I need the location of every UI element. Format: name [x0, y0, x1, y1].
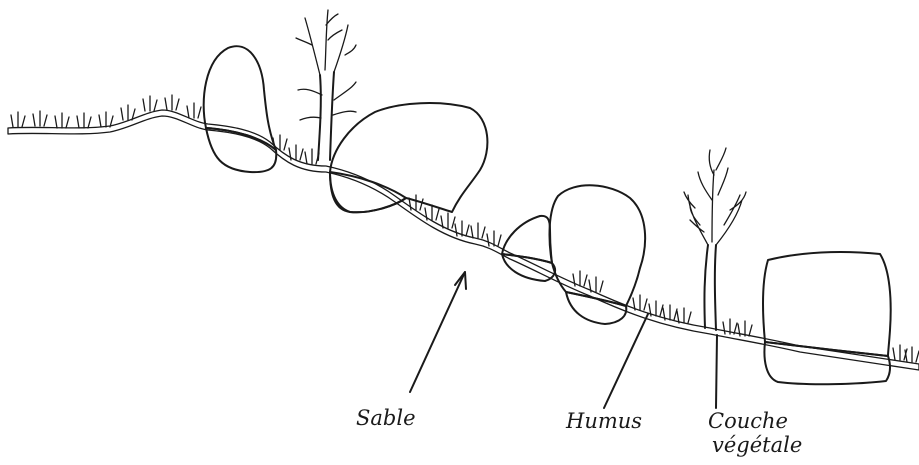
- annotations: [410, 272, 717, 408]
- sable-arrow: [410, 272, 465, 392]
- tree-left: [296, 10, 356, 160]
- grass-tuft: [99, 112, 113, 127]
- grass-tuft: [471, 223, 485, 238]
- grass-tuft: [487, 231, 501, 246]
- vegetation-layer-band: [8, 110, 919, 370]
- label-couche-line1: Couche: [708, 409, 788, 433]
- grass-tuft: [633, 295, 647, 310]
- grass-tuft: [573, 271, 587, 286]
- tree-right-branches: [684, 148, 746, 245]
- grass-tuft: [143, 96, 157, 111]
- grass-tuft: [649, 301, 663, 316]
- boulder-3-side: [502, 216, 552, 263]
- boulders: [204, 46, 891, 356]
- grass-tuft: [187, 103, 201, 118]
- grass-tuft: [121, 105, 135, 120]
- grass-tuft: [11, 112, 25, 127]
- grass-tuft: [589, 277, 603, 292]
- tree-left-branches: [296, 10, 356, 120]
- tree-right-trunk: [704, 245, 716, 330]
- ground-profile: [8, 110, 919, 370]
- boulder-4: [763, 252, 891, 356]
- couche-pointer: [716, 335, 717, 408]
- grass-tuft: [305, 149, 319, 164]
- grass-tuft: [273, 135, 287, 150]
- tree-left-trunk: [318, 72, 334, 160]
- grass-tuft: [677, 308, 691, 323]
- tree-right: [684, 148, 746, 330]
- grass-tuft: [289, 145, 303, 160]
- grass-tuft: [55, 113, 69, 128]
- grass-tuft: [738, 321, 752, 336]
- grass-tufts: [11, 95, 919, 362]
- grass-tuft: [723, 319, 737, 334]
- grass-tuft: [77, 113, 91, 128]
- label-humus: Humus: [565, 409, 642, 433]
- humus-pointer: [604, 314, 648, 408]
- grass-tuft: [455, 221, 469, 236]
- grass-tuft: [33, 111, 47, 126]
- boulder-2: [330, 103, 487, 212]
- grass-tuft: [165, 95, 179, 110]
- label-couche-line2: végétale: [712, 433, 802, 457]
- grass-tuft: [663, 305, 677, 320]
- grass-tuft: [441, 213, 455, 228]
- boulder-3: [550, 185, 646, 306]
- label-sable: Sable: [356, 406, 416, 430]
